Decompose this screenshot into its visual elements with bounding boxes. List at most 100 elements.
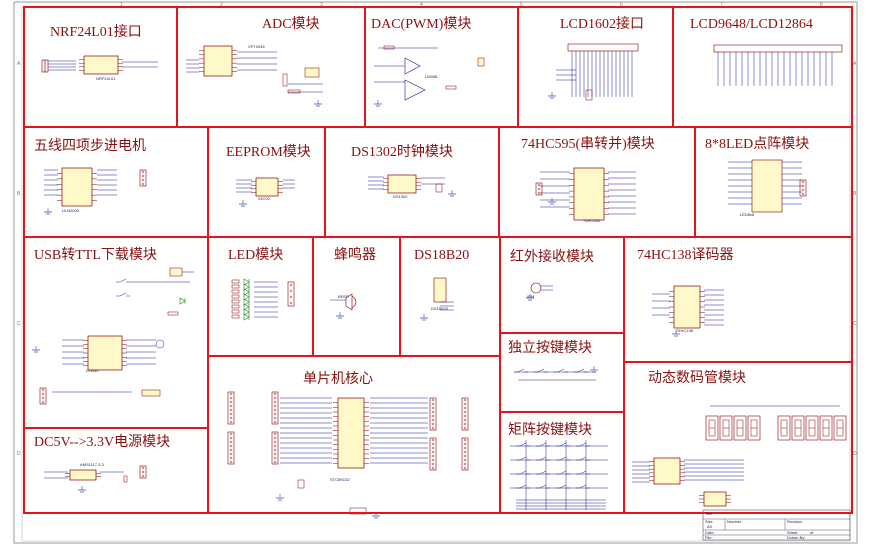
led-r1-resistor (231, 284, 240, 289)
mx-header-pin (801, 188, 805, 192)
title-keys: 独立按键模块 (508, 340, 592, 356)
title-ir: 红外接收模块 (510, 248, 594, 265)
frame-outer (23, 6, 853, 514)
mcu-e-header-pin (431, 398, 435, 402)
part-eeprom: 24C02 (258, 196, 271, 201)
title-block-size-value: A3 (707, 524, 713, 529)
mcu-d-header-pin (273, 448, 277, 452)
seg-b-segments (780, 419, 788, 437)
title-block-number: Number (727, 519, 742, 524)
mk01-sw (539, 442, 547, 447)
mcu-e-header-pin (431, 402, 435, 406)
mcu-c-header-pin (273, 400, 277, 404)
seg-b-segments (808, 419, 816, 437)
part-hc138: 74HC138 (676, 328, 694, 333)
seg-a-digit (747, 415, 761, 441)
mcu-e-header-pin (431, 406, 435, 410)
usb-relay (169, 267, 183, 277)
margin-top-1: 1 (120, 2, 123, 8)
hc595-chip-body (573, 167, 605, 221)
led7-led (243, 313, 250, 321)
mcu-a-header-pin (229, 412, 233, 416)
margin-left-D: D (17, 451, 21, 457)
seg-a-digit (705, 415, 719, 441)
mk10-sw (519, 456, 527, 461)
mcu-c-header-pin (273, 404, 277, 408)
buzzer-cone (351, 295, 357, 309)
seg-b-digit (805, 415, 819, 441)
led-r3-resistor (231, 294, 240, 299)
part-mcu: STC89C52 (330, 477, 351, 482)
led3-led (243, 293, 250, 301)
dac-opamp (404, 79, 426, 101)
595-header (535, 182, 543, 196)
mcu-g-header-pin (431, 450, 435, 454)
nrf-header-pin (43, 63, 47, 66)
seg-a-digit (719, 415, 733, 441)
led-header-pin (289, 295, 293, 299)
hc138-chip-body (673, 285, 701, 329)
mk32-sw (559, 484, 567, 489)
mcu-f-header (461, 397, 469, 431)
usb-sw (119, 278, 127, 283)
mcu-e-header-pin (431, 414, 435, 418)
title-dac: DAC(PWM)模块 (371, 16, 471, 32)
seg-b-segments (794, 419, 802, 437)
mcu-c-header-pin (273, 408, 277, 412)
mcu-g-header-pin (431, 438, 435, 442)
mx-header-pin (801, 184, 805, 188)
mcu-g-header-pin (431, 458, 435, 462)
adc-r-resistor (287, 89, 301, 94)
mcu-c-header-pin (273, 420, 277, 424)
module-drawings (32, 43, 847, 519)
mk02-sw (559, 442, 567, 447)
mx-header (799, 179, 807, 197)
mcu-a-header-pin (229, 420, 233, 424)
mcu-b-header-pin (229, 448, 233, 452)
mcu-d-header-pin (273, 460, 277, 464)
led1-led (243, 283, 250, 291)
seg-b-digit (833, 415, 847, 441)
mcu-d-header-pin (273, 436, 277, 440)
seg-a-segments (736, 419, 744, 437)
lcd1602-header (567, 43, 639, 52)
seg-b-digit (819, 415, 833, 441)
seg-a-segments (708, 419, 716, 437)
title-block-drawn: Drawn By: (787, 535, 805, 540)
mk21-sw (539, 470, 547, 475)
usb-a-header (39, 387, 47, 405)
mk13-sw (579, 456, 587, 461)
margin-top-2: 2 (220, 2, 223, 8)
mcu-f-header-pin (463, 398, 467, 402)
pw-header-pin (141, 474, 145, 478)
mcu-f-header-pin (463, 418, 467, 422)
mcu-a-header-pin (229, 392, 233, 396)
mk20-sw (519, 470, 527, 475)
title-ds18b20: DS18B20 (414, 248, 469, 263)
mcu-b-header-pin (229, 460, 233, 464)
usb-led (179, 297, 186, 305)
title-block-size: Size (705, 519, 714, 524)
led-header (287, 281, 295, 307)
step-header-pin (141, 178, 145, 182)
title-usbttl: USB转TTL下载模块 (34, 247, 157, 263)
mcu-h-header-pin (463, 446, 467, 450)
title-stepper: 五线四项步进电机 (34, 138, 146, 154)
title-block-date: Date: (705, 530, 715, 535)
mcu-f-header-pin (463, 426, 467, 430)
led6-led (243, 308, 250, 316)
part-ds1302: DS1302 (393, 194, 408, 199)
usb-a-header-pin (41, 396, 45, 400)
led2-led (243, 288, 250, 296)
part-stepper: ULN2003 (62, 208, 80, 213)
buzzer-body (345, 293, 353, 311)
mcu-d-header-pin (273, 440, 277, 444)
mk11-sw (539, 456, 547, 461)
mk30-sw (519, 484, 527, 489)
lcd9648-header (713, 44, 843, 53)
mcu-a-header-pin (229, 408, 233, 412)
mcu-f-header-pin (463, 414, 467, 418)
title-block-title: Title (705, 511, 713, 516)
